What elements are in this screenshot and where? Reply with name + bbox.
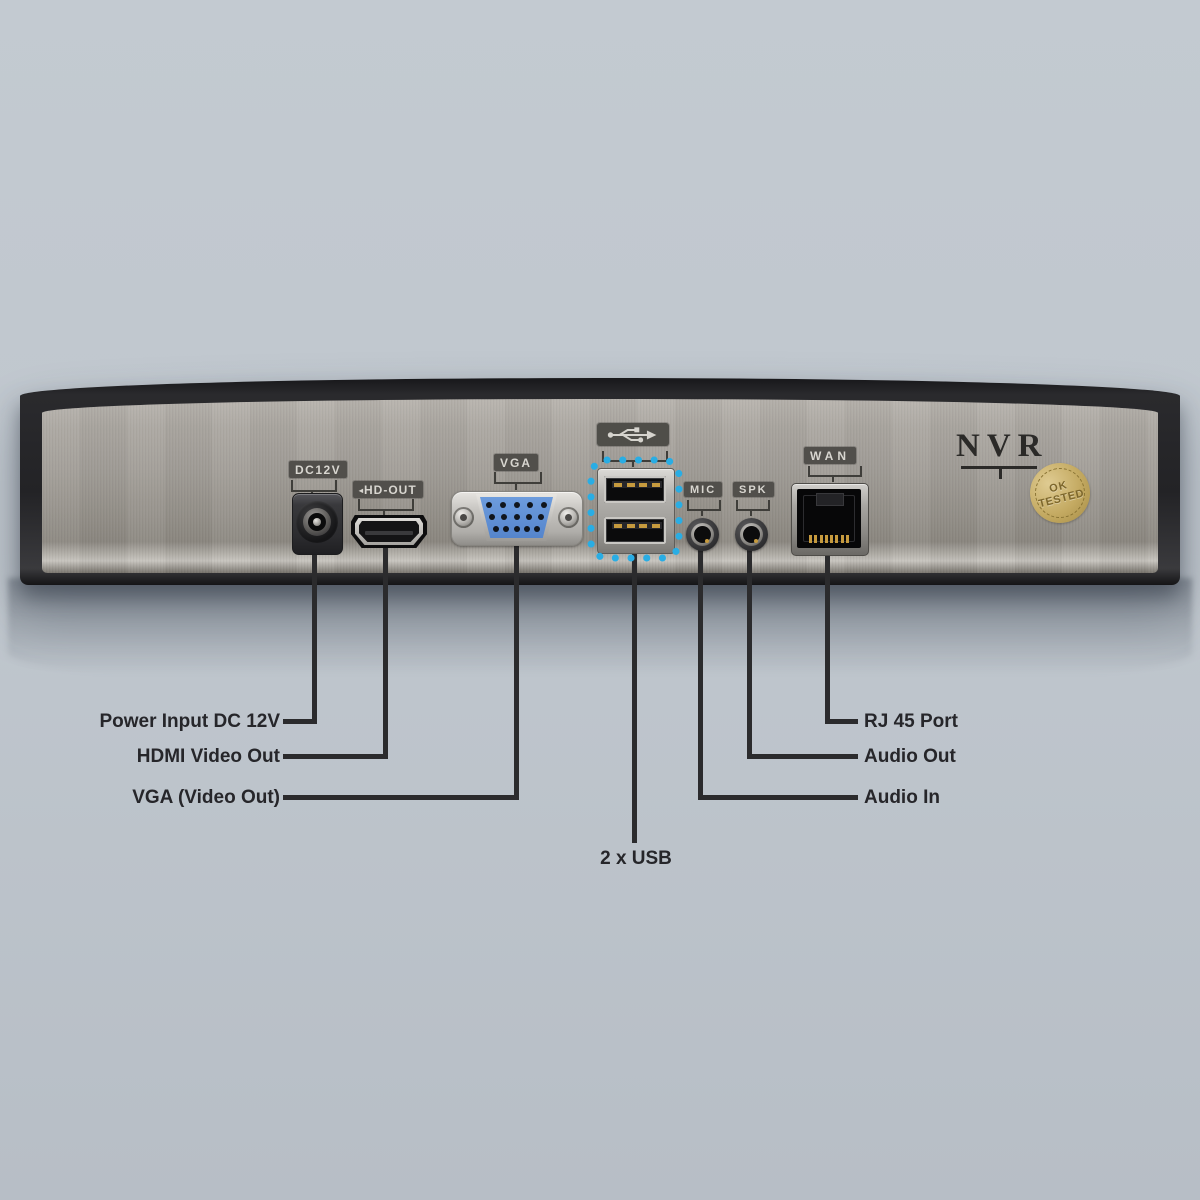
hdmi-bracket [358,499,414,511]
sticker-text-tested: TESTED [1037,486,1086,510]
usb-contacts [612,522,662,529]
callout-label-vga-video-out: VGA (Video Out) [132,787,280,808]
callout-line-hdmi-horizontal [283,754,388,759]
hdmi-port-label: ◂HD-OUT [353,481,423,498]
hdmi-port-tongue [365,531,413,535]
usb-icon [607,426,657,442]
rj45-pins [809,535,849,543]
vga-port-label: VGA [494,454,539,471]
device-floor-shadow [8,578,1192,693]
usb-port-top [604,476,666,503]
callout-line-audio-out-horizontal [747,754,858,759]
vga-pin-row [486,502,547,508]
dc-power-jack-pin [313,518,321,526]
callout-label-rj45-port: RJ 45 Port [864,711,958,732]
usb-bracket-tick [632,460,634,467]
hdmi-port-label-text: HD-OUT [364,483,417,497]
nvr-brand-text: NVR [956,428,1049,464]
mic-bracket [687,500,721,511]
nvr-brand-underline [961,466,1037,469]
wan-port-label: WAN [804,447,856,464]
callout-label-audio-out: Audio Out [864,746,956,767]
callout-label-power-input: Power Input DC 12V [99,711,280,732]
spk-bracket [736,500,770,511]
usb-bracket [602,451,668,462]
vga-pin-field [480,497,553,538]
callout-line-vga-vertical [514,542,519,800]
hdmi-bracket-tick [383,509,385,517]
vga-bracket [494,472,542,484]
dc12v-bracket [291,480,337,492]
rj45-latch-slot [816,493,844,506]
dc12v-port-label: DC12V [289,461,348,478]
usb-highlight-dotted-ring [587,456,683,562]
callout-line-power-horizontal [283,719,317,724]
spk-port-label: SPK [733,482,774,497]
vga-screw-right [558,507,579,528]
callout-label-hdmi-video-out: HDMI Video Out [136,746,280,767]
mic-port-label: MIC [684,482,723,497]
vga-bracket-tick [515,482,517,490]
usb-contacts [612,481,662,488]
callout-line-rj45-vertical [825,553,830,724]
callout-line-hdmi-vertical [383,535,388,759]
callout-line-power-vertical [312,530,317,724]
vga-screw-left [453,507,474,528]
callout-line-vga-horizontal [283,795,519,800]
hdmi-arrow-icon: ◂ [359,486,364,495]
sticker-text-ok: OK [1048,478,1069,495]
spk-audio-jack [735,518,768,551]
vga-pin-row [493,526,540,532]
rj45-socket [797,489,861,548]
callout-line-rj45-horizontal [825,719,858,724]
vga-pin-row [489,514,544,520]
callout-line-audio-out-vertical [747,548,752,759]
spk-bracket-tick [750,509,752,516]
mic-bracket-tick [701,509,703,516]
usb-icon-plate [597,423,669,446]
callout-line-usb-vertical [632,552,637,843]
callout-label-2x-usb: 2 x USB [600,848,672,869]
usb-port-bottom [604,517,666,544]
callout-label-audio-in: Audio In [864,787,940,808]
nvr-brand-underline-tick [999,469,1002,479]
wan-bracket [808,466,862,477]
wan-bracket-tick [832,475,834,482]
callout-line-audio-in-horizontal [698,795,858,800]
callout-line-audio-in-vertical [698,548,703,800]
mic-audio-jack [686,518,719,551]
